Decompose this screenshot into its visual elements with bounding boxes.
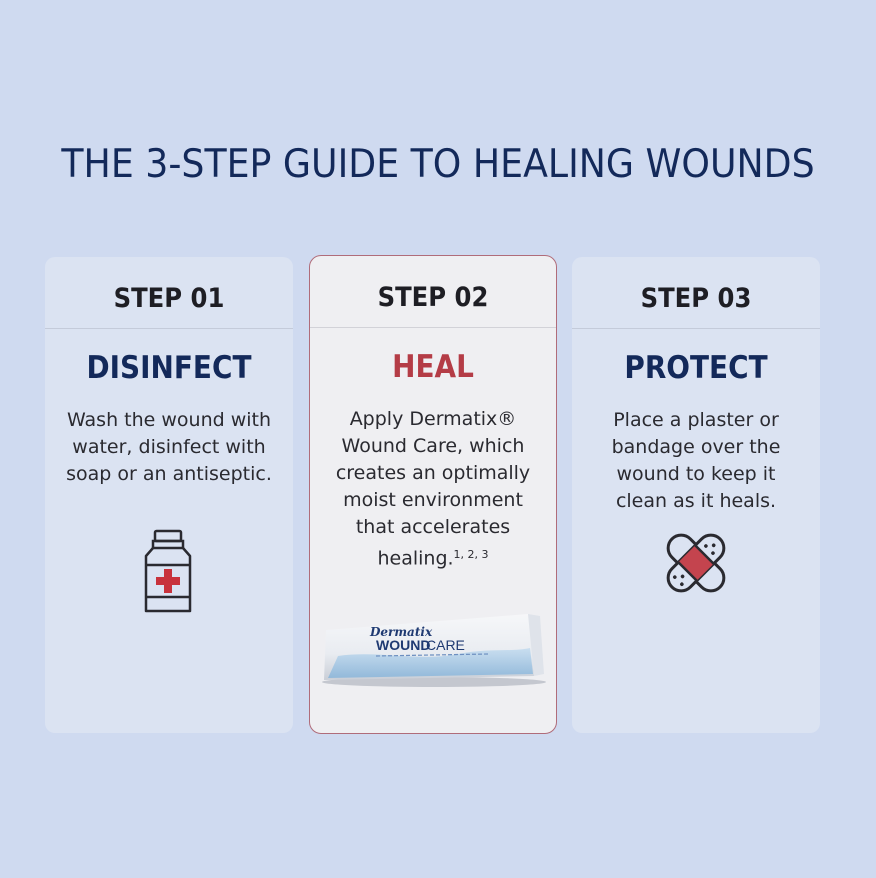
step-description-text: Apply Dermatix® Wound Care, which create… [335,408,531,570]
reference-superscript: 1, 2, 3 [453,548,489,561]
step-number: STEP 02 [377,282,489,313]
wound-care-tube: Dermatix WOUND CARE [322,614,546,687]
divider [45,328,293,329]
step-title: DISINFECT [86,350,252,386]
tube-name-part1: WOUND [376,637,430,653]
step-number: STEP 01 [113,283,225,314]
tube-brand: Dermatix [369,625,433,639]
step-title: PROTECT [624,350,768,386]
page-title: THE 3-STEP GUIDE TO HEALING WOUNDS [61,142,815,187]
step-title: HEAL [392,349,474,385]
bandage-icon [666,533,726,593]
tube-name-part2: CARE [426,637,465,653]
step-card-disinfect: STEP 01 DISINFECT Wash the wound with wa… [45,257,293,733]
step-description: Place a plaster or bandage over the woun… [611,409,781,512]
step-description: Apply Dermatix® Wound Care, which create… [326,406,540,573]
divider [572,328,820,329]
step-card-protect: STEP 03 PROTECT Place a plaster or banda… [572,257,820,733]
step-description: Wash the wound with water, disinfect wit… [66,409,272,485]
divider [310,327,556,328]
step-number: STEP 03 [640,283,752,314]
antiseptic-bottle-icon [144,529,192,613]
step-card-heal: STEP 02 HEAL Apply Dermatix® Wound Care,… [309,255,557,734]
